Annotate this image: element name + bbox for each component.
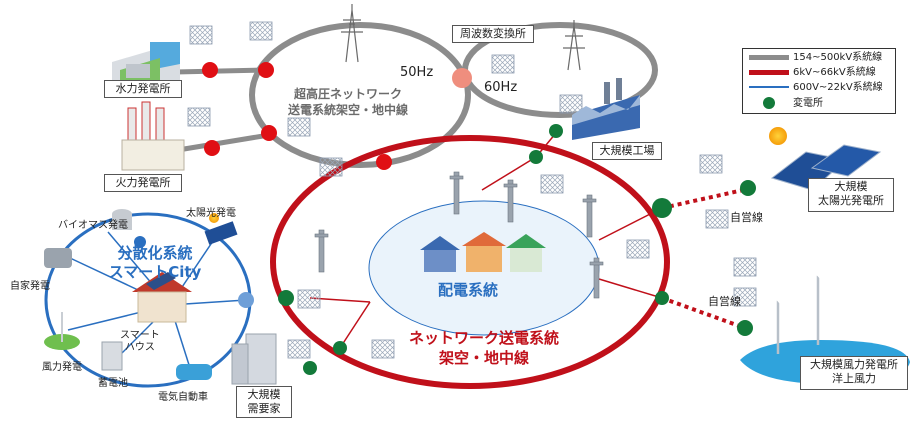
demand-building-illustration bbox=[231, 333, 277, 385]
ehv-node bbox=[202, 62, 218, 78]
wind-farm-label: 大規模風力発電所 洋上風力 bbox=[800, 356, 908, 390]
substation-nodes bbox=[278, 124, 756, 375]
legend-lv-text: 600V~22kV系統線 bbox=[793, 82, 883, 93]
substation-node bbox=[549, 124, 563, 138]
legend-row-substation: 変電所 bbox=[749, 97, 823, 111]
large-solar-label-line1: 大規模 bbox=[834, 180, 868, 193]
distributed-title: 分散化系統 bbox=[117, 244, 192, 262]
wind-farm-label-line1: 大規模風力発電所 bbox=[810, 358, 898, 371]
thermal-plant-illustration bbox=[121, 101, 185, 171]
legend-hv-text: 6kV~66kV系統線 bbox=[793, 67, 876, 78]
smart-house-label: スマート ハウス bbox=[120, 330, 160, 354]
legend: 154~500kV系統線 6kV~66kV系統線 600V~22kV系統線 変電… bbox=[742, 48, 896, 114]
wind-farm-label-line2: 洋上風力 bbox=[832, 372, 876, 385]
legend-row-lv: 600V~22kV系統線 bbox=[749, 81, 883, 95]
substation-node bbox=[278, 290, 294, 306]
ev-label: 電気自動車 bbox=[158, 392, 208, 403]
substation-node bbox=[529, 150, 543, 164]
factory-illustration bbox=[572, 78, 640, 140]
substation-node bbox=[737, 320, 753, 336]
pylon-icons bbox=[341, 4, 585, 71]
biomass-label: バイオマス発電 bbox=[58, 220, 128, 231]
substation-node bbox=[303, 361, 317, 375]
hydro-plant-illustration bbox=[112, 42, 180, 86]
freq-50hz: 50Hz bbox=[400, 65, 433, 80]
legend-swatch-ehv bbox=[749, 54, 789, 60]
private-lines bbox=[661, 187, 749, 330]
substation-node bbox=[655, 291, 669, 305]
legend-row-ehv: 154~500kV系統線 bbox=[749, 51, 882, 65]
pole-icons bbox=[314, 171, 604, 299]
substation-node bbox=[333, 341, 347, 355]
legend-substation-dot bbox=[763, 97, 775, 109]
legend-row-hv: 6kV~66kV系統線 bbox=[749, 66, 876, 80]
distributed-grid-node bbox=[238, 292, 254, 308]
ehv-node bbox=[376, 154, 392, 170]
factory-label: 大規模工場 bbox=[592, 142, 662, 160]
ehv-nodes bbox=[202, 62, 392, 170]
ehv-node bbox=[204, 140, 220, 156]
frequency-converter-label: 周波数変換所 bbox=[452, 25, 534, 43]
substation-icons bbox=[187, 21, 757, 359]
distribution-houses-illustration bbox=[420, 232, 546, 272]
distributed-grid-node bbox=[134, 236, 146, 248]
substation-node bbox=[740, 180, 756, 196]
legend-ehv-text: 154~500kV系統線 bbox=[793, 52, 883, 63]
transmission-ring bbox=[270, 135, 670, 389]
ehv-network-title: 超高圧ネットワーク bbox=[293, 86, 402, 101]
private-line-bottom-label: 自営線 bbox=[708, 295, 741, 308]
large-solar-illustration bbox=[769, 127, 882, 191]
legend-swatch-hv bbox=[749, 69, 789, 75]
legend-swatch-lv bbox=[749, 86, 789, 88]
smart-house-label-line2: ハウス bbox=[124, 342, 155, 353]
large-demand-label: 大規模 需要家 bbox=[236, 386, 292, 418]
frequency-converter-node bbox=[452, 68, 472, 88]
large-solar-label: 大規模 太陽光発電所 bbox=[808, 178, 894, 212]
ehv-network-subtitle: 送電系統架空・地中線 bbox=[287, 102, 408, 117]
transmission-title: ネットワーク送電系統 bbox=[409, 329, 559, 347]
smart-solar-label: 太陽光発電 bbox=[186, 208, 236, 219]
freq-60hz: 60Hz bbox=[484, 80, 517, 95]
smart-city-illustrations bbox=[44, 209, 238, 380]
hydro-plant-label: 水力発電所 bbox=[104, 80, 182, 98]
thermal-plant-label: 火力発電所 bbox=[104, 174, 182, 192]
transmission-subtitle: 架空・地中線 bbox=[438, 349, 529, 367]
large-demand-label-line1: 大規模 bbox=[247, 388, 281, 401]
self-generation-label: 自家発電 bbox=[10, 281, 50, 292]
distribution-title: 配電系統 bbox=[438, 281, 498, 299]
smart-house-label-line1: スマート bbox=[120, 330, 160, 341]
legend-substation-text: 変電所 bbox=[793, 98, 823, 109]
substation-node bbox=[652, 198, 672, 218]
large-demand-label-line2: 需要家 bbox=[247, 402, 281, 415]
private-line-top-label: 自営線 bbox=[730, 211, 763, 224]
large-solar-label-line2: 太陽光発電所 bbox=[818, 194, 884, 207]
battery-label: 蓄電池 bbox=[98, 378, 128, 389]
ehv-network-ring bbox=[249, 22, 471, 168]
ehv-node bbox=[261, 125, 277, 141]
smart-wind-label: 風力発電 bbox=[42, 362, 82, 373]
distributed-subtitle: スマートCity bbox=[109, 263, 202, 281]
ehv-node bbox=[258, 62, 274, 78]
